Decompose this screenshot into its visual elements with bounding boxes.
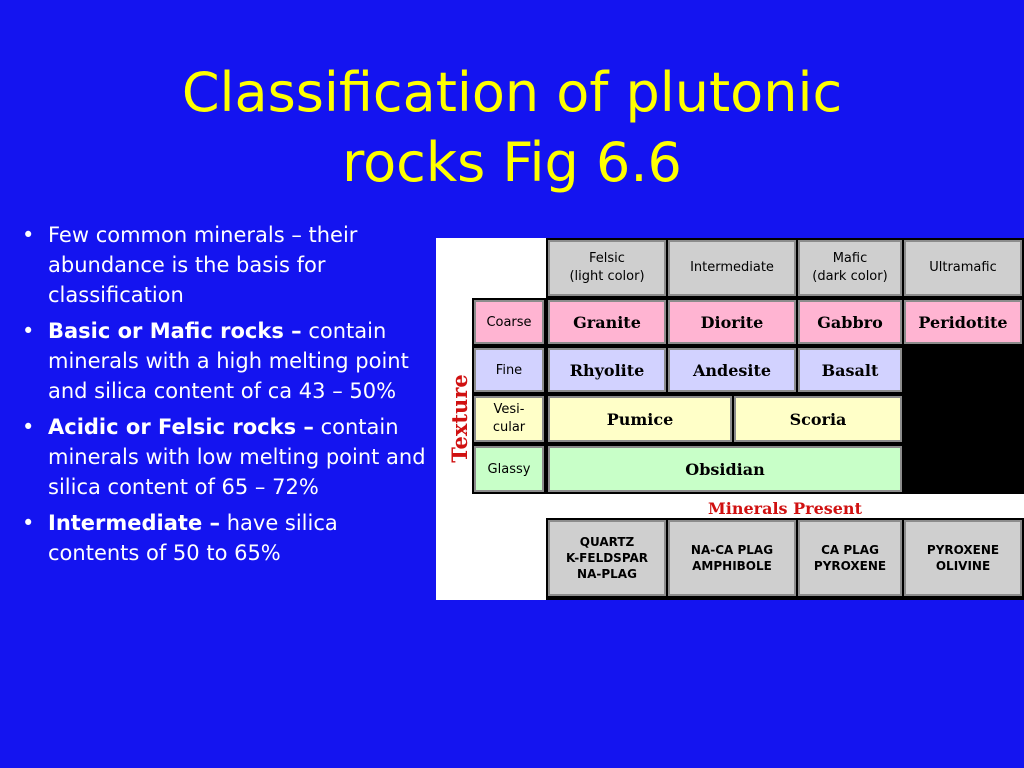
- bullet-text: have silica contents of 50 to 65%: [48, 511, 338, 565]
- rock-diorite: Diorite: [668, 300, 796, 344]
- bullet-bold: Acidic or Felsic rocks –: [48, 415, 314, 439]
- rock-rhyolite-text: Rhyolite: [569, 360, 645, 380]
- rock-pumice-text: Pumice: [606, 409, 674, 429]
- texture-coarse-text: Coarse: [486, 314, 532, 330]
- mineral-na-plag: NA-PLAG: [577, 567, 637, 581]
- bullet-text: contain minerals with low melting point …: [48, 415, 426, 499]
- rock-gabbro: Gabbro: [798, 300, 902, 344]
- header-ultramafic: Ultramafic: [904, 240, 1022, 296]
- bullet-item: Few common minerals – their abundance is…: [18, 220, 428, 310]
- texture-axis-label: Texture: [444, 374, 474, 463]
- bullet-item: Intermediate – have silica contents of 5…: [18, 508, 428, 568]
- mineral-pyroxene-ultramafic: PYROXENE: [926, 543, 1000, 557]
- mineral-pyroxene: PYROXENE: [813, 559, 887, 573]
- minerals-ultramafic: PYROXENE OLIVINE: [904, 520, 1022, 596]
- bullet-item: Basic or Mafic rocks – contain minerals …: [18, 316, 428, 406]
- texture-fine-text: Fine: [495, 362, 523, 378]
- bullet-bold: Basic or Mafic rocks –: [48, 319, 302, 343]
- header-felsic: Felsic (light color): [548, 240, 666, 296]
- header-ultramafic-text: Ultramafic: [929, 260, 997, 275]
- texture-vesicular: Vesi-cular: [474, 396, 544, 442]
- texture-glassy-text: Glassy: [487, 461, 531, 477]
- texture-coarse: Coarse: [474, 300, 544, 344]
- header-mafic-line-1: Mafic: [832, 251, 868, 266]
- header-intermediate-text: Intermediate: [690, 260, 774, 275]
- bullet-text: Few common minerals – their abundance is…: [48, 223, 358, 307]
- rock-obsidian: Obsidian: [548, 446, 902, 492]
- minerals-intermediate: NA-CA PLAG AMPHIBOLE: [668, 520, 796, 596]
- rock-basalt: Basalt: [798, 348, 902, 392]
- mineral-k-feldspar: K-FELDSPAR: [565, 551, 649, 565]
- mineral-olivine: OLIVINE: [935, 559, 991, 573]
- rock-rhyolite: Rhyolite: [548, 348, 666, 392]
- mineral-ca-plag: CA PLAG: [821, 543, 879, 557]
- rock-andesite-text: Andesite: [692, 360, 772, 380]
- texture-axis-label-text: Texture: [446, 373, 472, 463]
- minerals-felsic: QUARTZ K-FELDSPAR NA-PLAG: [548, 520, 666, 596]
- mineral-na-ca-plag: NA-CA PLAG: [690, 543, 774, 557]
- header-felsic-line-2: (light color): [569, 269, 645, 284]
- bullet-list: Few common minerals – their abundance is…: [18, 220, 428, 574]
- rock-classification-figure: Felsic (light color) Intermediate Mafic (d…: [436, 238, 1024, 600]
- bullet-item: Acidic or Felsic rocks – contain mineral…: [18, 412, 428, 502]
- header-felsic-line-1: Felsic: [589, 251, 625, 266]
- mineral-amphibole: AMPHIBOLE: [692, 559, 772, 573]
- header-mafic: Mafic (dark color): [798, 240, 902, 296]
- texture-vesicular-line-2: cular: [492, 420, 526, 435]
- rock-peridotite: Peridotite: [904, 300, 1022, 344]
- bullet-bold: Intermediate –: [48, 511, 221, 535]
- bullet-text: contain minerals with a high melting poi…: [48, 319, 409, 403]
- rock-basalt-text: Basalt: [821, 360, 879, 380]
- rock-pumice: Pumice: [548, 396, 732, 442]
- rock-andesite: Andesite: [668, 348, 796, 392]
- header-intermediate: Intermediate: [668, 240, 796, 296]
- mineral-quartz: QUARTZ: [579, 535, 635, 549]
- rock-peridotite-text: Peridotite: [918, 312, 1008, 332]
- rock-scoria: Scoria: [734, 396, 902, 442]
- rock-obsidian-text: Obsidian: [685, 459, 765, 479]
- rock-diorite-text: Diorite: [700, 312, 764, 332]
- rock-scoria-text: Scoria: [789, 409, 847, 429]
- slide-title-line-2: rocks Fig 6.6: [342, 131, 682, 194]
- header-mafic-line-2: (dark color): [812, 269, 888, 284]
- rock-granite-text: Granite: [573, 312, 641, 332]
- slide-title-line-1: Classification of plutonic: [181, 61, 843, 124]
- minerals-mafic: CA PLAG PYROXENE: [798, 520, 902, 596]
- texture-vesicular-line-1: Vesi-: [493, 402, 525, 417]
- rock-gabbro-text: Gabbro: [817, 312, 883, 332]
- texture-glassy: Glassy: [474, 446, 544, 492]
- rock-granite: Granite: [548, 300, 666, 344]
- minerals-present-label: Minerals Present: [708, 498, 862, 518]
- slide-title: Classification of plutonic rocks Fig 6.6: [0, 58, 1024, 198]
- texture-fine: Fine: [474, 348, 544, 392]
